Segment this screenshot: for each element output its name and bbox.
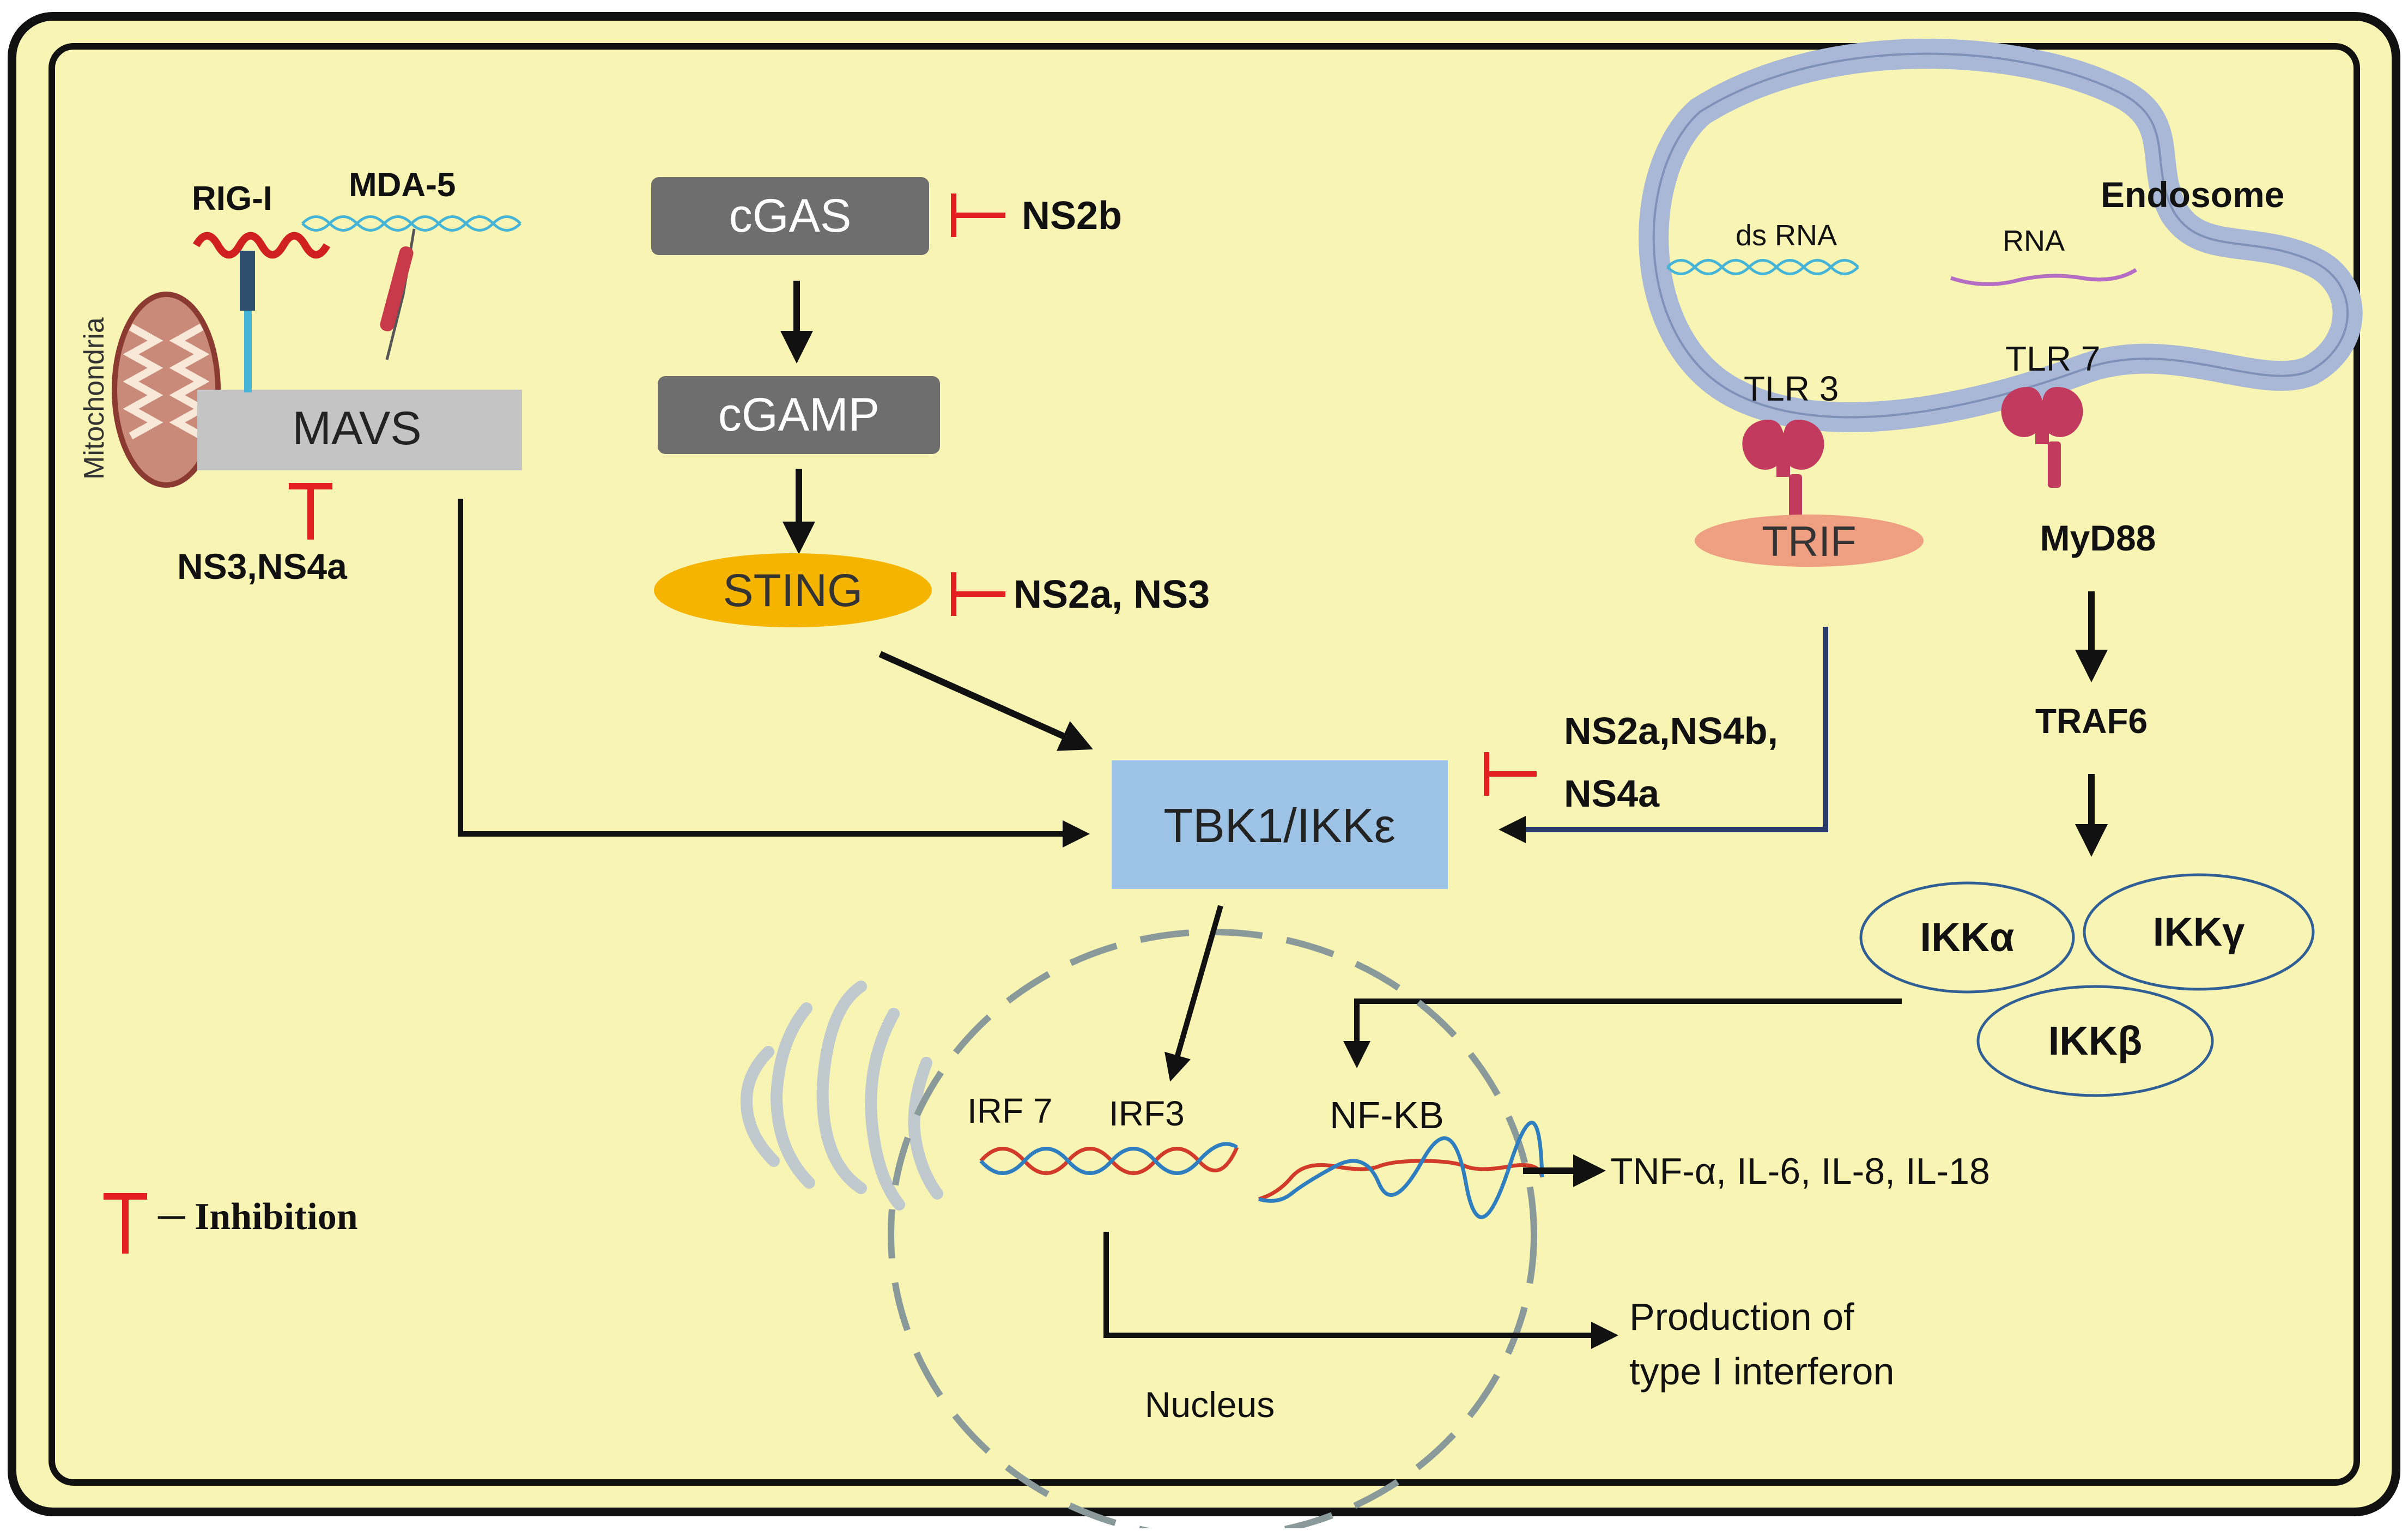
arrow-sting-tbk1 <box>878 651 1093 751</box>
mda5-dsrna-helix <box>301 215 521 232</box>
ds-rna-label: ds RNA <box>1736 219 1837 252</box>
production-label-line1: Production of <box>1629 1296 1854 1338</box>
arrow-ikk-nfkb <box>1343 999 1902 1068</box>
inhibition-mark-sting <box>951 572 1005 616</box>
trif-label: TRIF <box>1762 517 1856 565</box>
ikkg-node <box>2083 873 2315 991</box>
legend-inhibition-symbol <box>104 1193 147 1254</box>
rna-strand <box>1950 268 2137 286</box>
ds-rna-helix <box>1666 259 1859 275</box>
ikkg-label: IKKγ <box>2153 909 2245 954</box>
inhibition-mark-cgas <box>951 193 1005 237</box>
ns2a-ns4b-label-line2: NS4a <box>1564 772 1660 815</box>
nfkb-label: NF-KB <box>1330 1094 1444 1136</box>
cytokines-label: TNF-α, IL-6, IL-8, IL-18 <box>1610 1151 1990 1192</box>
ns2b-label: NS2b <box>1022 194 1122 238</box>
cgamp-label: cGAMP <box>718 389 880 441</box>
inhibition-mark-tbk1 <box>1484 752 1537 796</box>
tlr7-receptor-icon <box>2001 387 2083 488</box>
endosome-membrane-outline <box>1652 52 2349 419</box>
tlr3-label: TLR 3 <box>1744 369 1839 408</box>
ikkb-node <box>1976 985 2214 1097</box>
cell-inner-border <box>48 43 2360 1486</box>
traf6-label: TRAF6 <box>2035 701 2148 741</box>
nucleus-label: Nucleus <box>1145 1384 1275 1425</box>
ns3-ns4a-label: NS3,NS4a <box>177 546 348 586</box>
golgi-apparatus-icon <box>740 981 943 1211</box>
cgas-node <box>651 177 929 255</box>
rig-i-label: RIG-I <box>192 180 272 217</box>
rig-i-rna-squiggle <box>192 232 331 259</box>
sting-node <box>654 553 932 627</box>
mda5-receptor-icon <box>380 228 416 360</box>
nucleus-membrane <box>888 929 1537 1531</box>
mitochondria-label: Mitochondria <box>78 317 110 480</box>
trif-node <box>1695 515 1924 567</box>
endosome-label: Endosome <box>2101 174 2284 215</box>
ns2a-ns3-label: NS2a, NS3 <box>1014 573 1210 616</box>
arrow-tbk1-irf3 <box>1164 905 1223 1082</box>
rig-i-receptor-icon <box>240 251 255 392</box>
arrow-mavs-tbk1 <box>458 499 1090 848</box>
tbk1-ikke-label: TBK1/IKKε <box>1163 798 1396 852</box>
myd88-label: MyD88 <box>2040 518 2156 558</box>
inhibition-mark-mavs <box>289 483 332 540</box>
ikkb-label: IKKβ <box>2048 1018 2143 1063</box>
mavs-label: MAVS <box>292 402 421 455</box>
irf-dna-helix <box>979 1142 1239 1175</box>
ns2a-ns4b-label-line1: NS2a,NS4b, <box>1564 710 1778 752</box>
tbk1-ikke-node <box>1112 760 1448 889</box>
nfkb-dna-helix <box>1258 1121 1544 1219</box>
ikka-node <box>1859 881 2075 994</box>
tlr7-label: TLR 7 <box>2005 339 2100 378</box>
rna-label: RNA <box>2003 225 2065 257</box>
mavs-node <box>197 390 522 470</box>
irf7-label: IRF 7 <box>967 1091 1052 1130</box>
irf3-label: IRF3 <box>1109 1094 1185 1133</box>
arrow-trif-tbk1 <box>1499 627 1828 843</box>
legend-inhibition-label: ─ Inhibition <box>157 1196 358 1238</box>
production-label-line2: type I interferon <box>1629 1350 1894 1393</box>
arrow-irf-interferon <box>1103 1232 1618 1349</box>
tlr3-receptor-icon <box>1742 420 1824 521</box>
cgas-label: cGAS <box>729 190 852 242</box>
sting-label: STING <box>723 565 863 616</box>
cgamp-node <box>658 376 940 454</box>
mda5-label: MDA-5 <box>349 166 456 204</box>
ikka-label: IKKα <box>1920 915 2015 960</box>
